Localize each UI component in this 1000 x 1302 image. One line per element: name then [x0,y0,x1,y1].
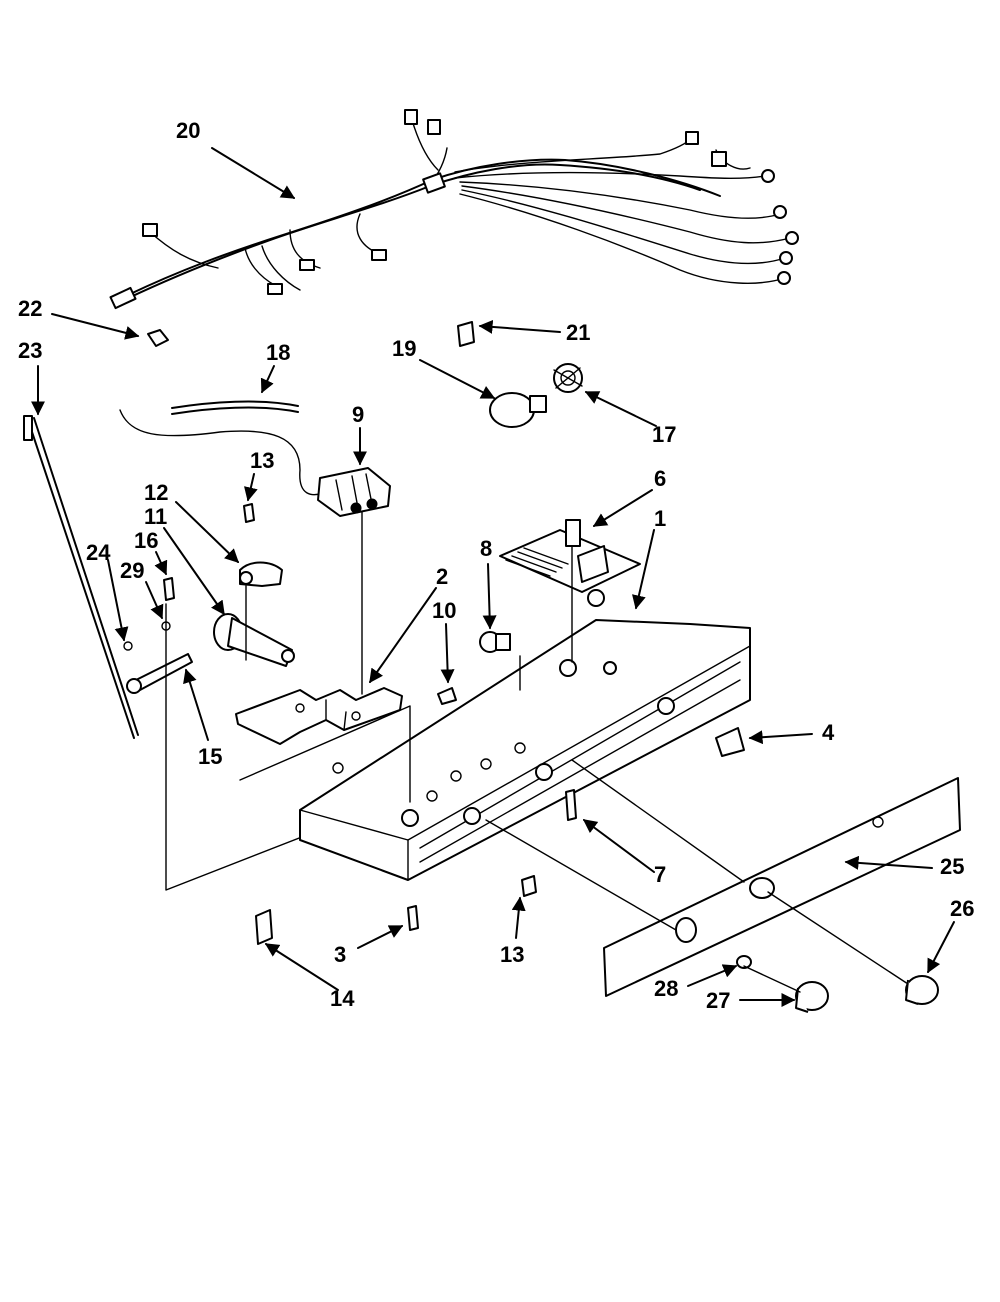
callout-24: 24 [86,540,111,565]
callout-14: 14 [330,986,355,1011]
clip-part-21 [457,321,475,347]
clip-part-22 [147,329,169,347]
callout-13-upper: 13 [250,448,275,473]
control-housing-part-1 [239,589,751,881]
screw-part-13-upper [243,503,255,523]
washer-part-24 [123,641,133,651]
rod-part-23 [23,415,139,739]
control-part-9 [317,467,391,695]
screw-part-13-lower [521,875,537,897]
callout-12: 12 [144,480,169,505]
washer-part-28 [736,955,752,969]
bulb-part-19 [489,392,547,428]
screw-part-7 [565,789,577,821]
callout-20: 20 [176,118,201,143]
callout-11: 11 [144,504,168,529]
board-part-6 [499,519,641,663]
shaft-part-15 [126,653,193,694]
callout-1: 1 [654,506,667,531]
callout-16: 16 [134,528,159,553]
callout-22: 22 [18,296,43,321]
leader-lines [31,147,955,1007]
sensor-capillary [119,409,331,496]
screw-part-3 [407,905,419,931]
callout-23: 23 [18,338,43,363]
callout-27: 27 [706,988,731,1013]
callout-6: 6 [654,466,667,491]
callout-4: 4 [822,720,835,745]
callout-19: 19 [392,336,417,361]
callout-25: 25 [940,854,965,879]
socket-part-17 [553,363,583,393]
knob-part-27 [795,981,829,1013]
screw-part-16 [163,577,175,601]
callout-8: 8 [480,536,493,561]
callout-9: 9 [352,402,365,427]
callout-2: 2 [436,564,449,589]
clip-part-4 [715,727,745,757]
clip-part-14 [255,909,273,945]
callout-13-lower: 13 [500,942,525,967]
bracket-part-2 [235,687,403,745]
callout-15: 15 [198,744,223,769]
knob-part-26 [905,975,939,1005]
panel-part-25 [485,759,961,997]
callout-21: 21 [566,320,591,345]
callout-26: 26 [950,896,975,921]
screw-part-10 [437,687,457,705]
callout-17: 17 [652,422,677,447]
bulb-socket-part-8 [479,631,511,653]
callout-29: 29 [120,558,145,583]
wiring-harness-part-20 [109,109,799,310]
tube-part-18 [171,400,299,409]
callout-10: 10 [432,598,457,623]
callout-18: 18 [266,340,291,365]
callout-3: 3 [334,942,347,967]
callout-28: 28 [654,976,679,1001]
thermostat-part-11 [213,585,295,667]
callout-7: 7 [654,862,667,887]
